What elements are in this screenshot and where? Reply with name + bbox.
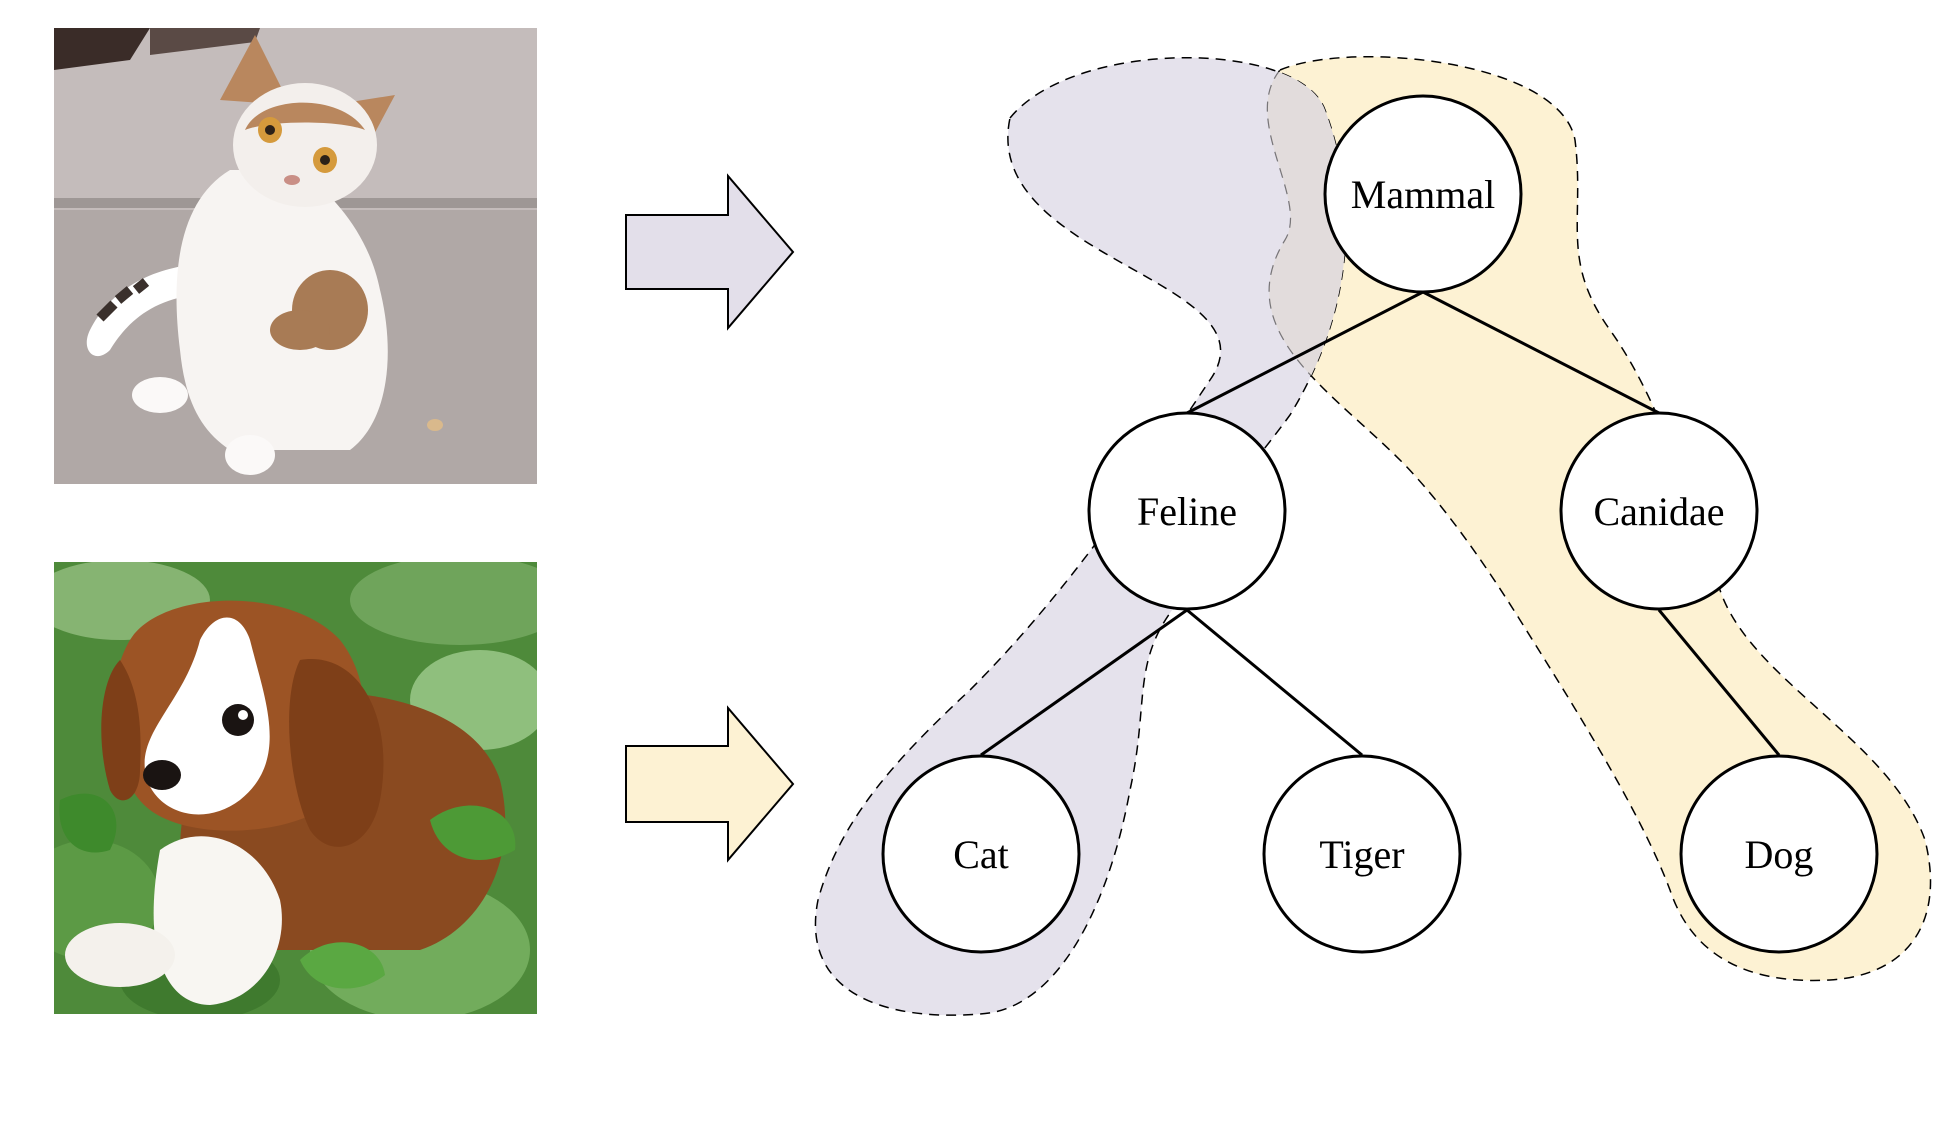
cat-photo <box>54 28 537 484</box>
cat-arrow <box>625 173 795 331</box>
node-dog: Dog <box>1679 754 1879 954</box>
node-label-canidae: Canidae <box>1593 489 1724 534</box>
edge-mammal-canidae <box>1422 290 1660 415</box>
node-label-tiger: Tiger <box>1319 832 1404 877</box>
node-tiger: Tiger <box>1262 754 1462 954</box>
node-canidae: Canidae <box>1559 411 1759 611</box>
dog-arrow <box>625 705 795 863</box>
edge-mammal-feline <box>1186 290 1424 415</box>
node-cat: Cat <box>881 754 1081 954</box>
edge-feline-tiger <box>1186 608 1363 757</box>
edge-canidae-dog <box>1657 609 1781 756</box>
dog-photo <box>54 562 537 1014</box>
node-label-mammal: Mammal <box>1351 172 1495 217</box>
node-label-feline: Feline <box>1137 489 1237 534</box>
tree-edges <box>980 290 1781 757</box>
node-label-cat: Cat <box>953 832 1009 877</box>
node-feline: Feline <box>1087 411 1287 611</box>
edge-feline-cat <box>980 608 1188 757</box>
node-mammal: Mammal <box>1323 94 1523 294</box>
node-label-dog: Dog <box>1745 832 1814 877</box>
